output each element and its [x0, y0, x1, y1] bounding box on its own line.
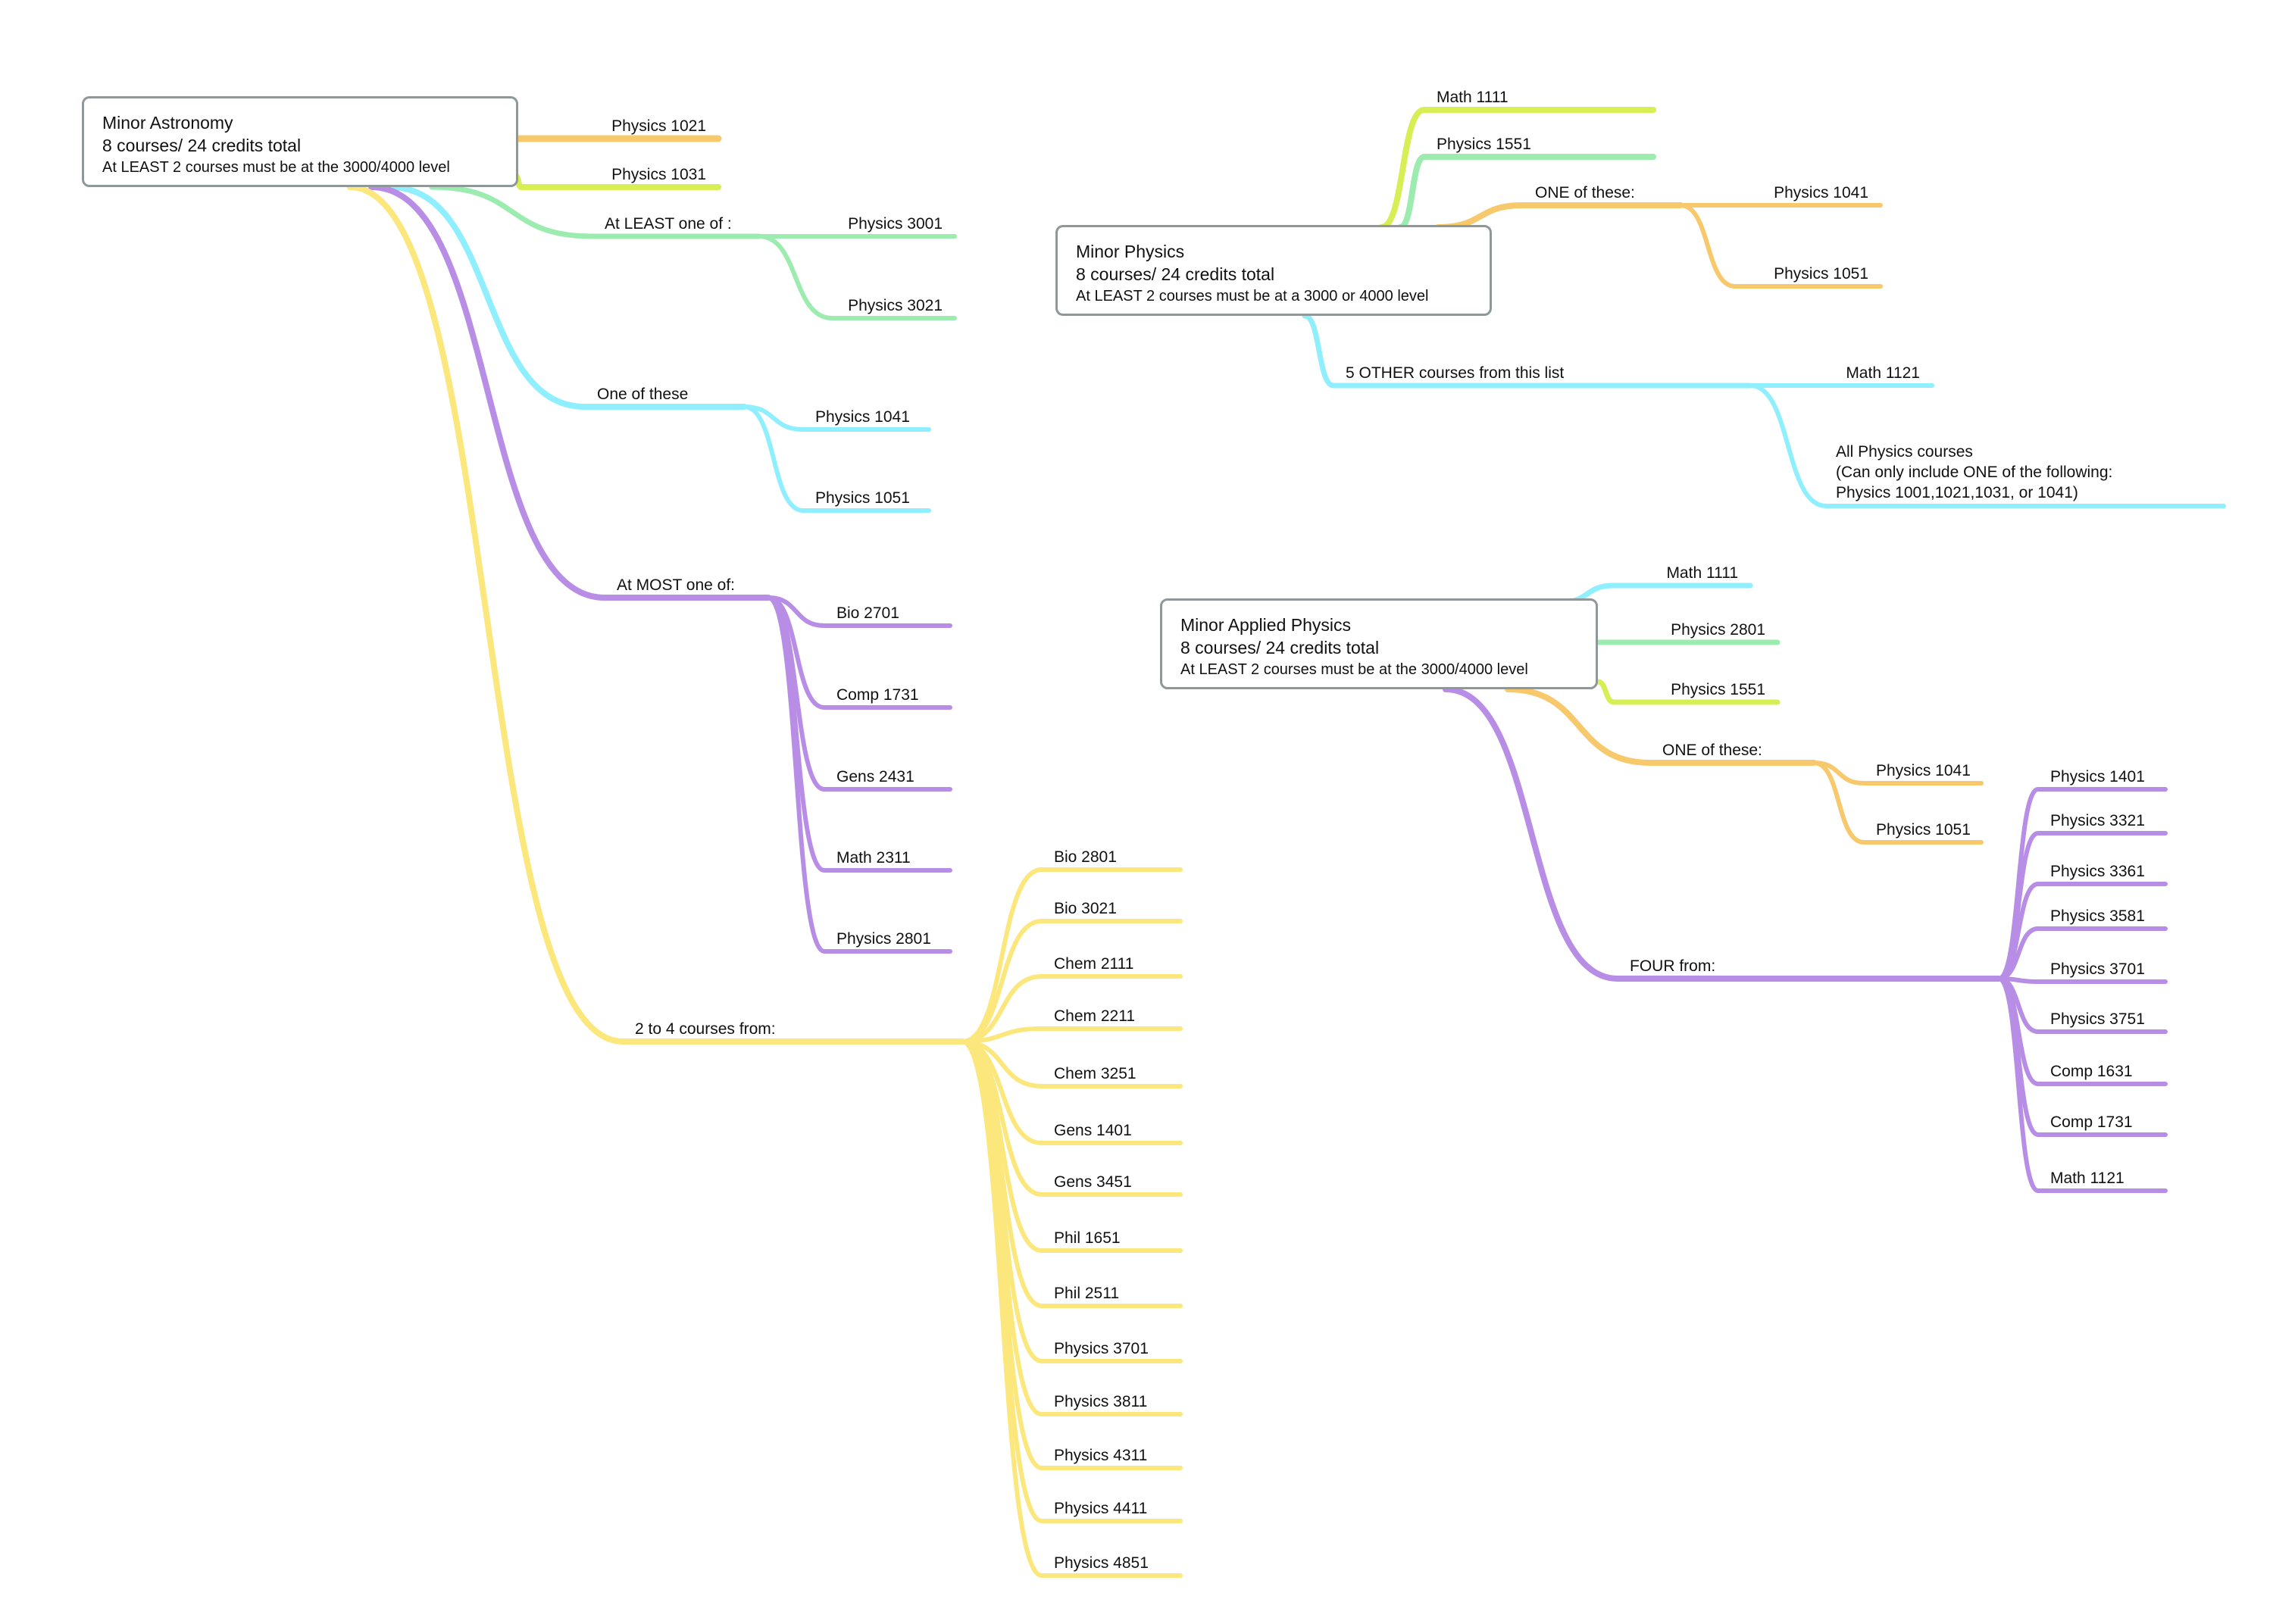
- astro-course-6[interactable]: Gens 3451: [1054, 1173, 1132, 1191]
- astro-one-of-group[interactable]: One of these: [597, 386, 688, 403]
- physics-title: Minor Physics: [1076, 242, 1185, 261]
- app-four-item-0[interactable]: Physics 1401: [2050, 768, 2145, 785]
- physics-credits: 8 courses/ 24 credits total: [1076, 264, 1275, 284]
- astro-course-4[interactable]: Chem 3251: [1054, 1065, 1136, 1082]
- astro-least-one-group[interactable]: At LEAST one of :: [605, 215, 732, 233]
- phys-one-physics-1051-connector: [1678, 203, 1737, 289]
- phys-all-physics-connector: [1748, 383, 1828, 508]
- app-physics-1551-connector: [1595, 679, 1617, 705]
- phys-physics-1551[interactable]: Physics 1551: [1437, 136, 1531, 153]
- astro-physics-1021[interactable]: Physics 1021: [611, 117, 706, 135]
- astro-most-one-group[interactable]: At MOST one of:: [617, 576, 735, 594]
- applied-root-box[interactable]: Minor Applied Physics 8 courses/ 24 cred…: [1160, 598, 1598, 689]
- app-one-physics-1051-connector: [1812, 760, 1866, 845]
- astronomy-title: Minor Astronomy: [102, 113, 233, 133]
- phys-math-1111-connector: [1378, 107, 1427, 230]
- app-math-1111[interactable]: Math 1111: [1666, 564, 1738, 582]
- phys-all-physics-line1[interactable]: All Physics courses: [1836, 443, 1973, 461]
- astro-course-13[interactable]: Physics 4851: [1054, 1554, 1149, 1572]
- app-one-physics-1051[interactable]: Physics 1051: [1876, 821, 1971, 839]
- physics-root-box[interactable]: Minor Physics 8 courses/ 24 credits tota…: [1055, 225, 1492, 316]
- astro-physics-1031[interactable]: Physics 1031: [611, 166, 706, 183]
- app-physics-1551[interactable]: Physics 1551: [1671, 681, 1765, 698]
- app-four-item-6[interactable]: Comp 1631: [2050, 1063, 2133, 1080]
- phys-all-physics-line2[interactable]: (Can only include ONE of the following:: [1836, 464, 2112, 481]
- app-four-item-5[interactable]: Physics 3751: [2050, 1010, 2145, 1028]
- astro-course-13-connector: [960, 1039, 1044, 1578]
- app-four-group-connector: [1443, 686, 1621, 982]
- astro-course-3[interactable]: Chem 2211: [1054, 1007, 1135, 1025]
- astro-course-10[interactable]: Physics 3811: [1054, 1393, 1147, 1410]
- astro-most-item-4[interactable]: Physics 2801: [836, 930, 931, 948]
- astro-course-11[interactable]: Physics 4311: [1054, 1447, 1147, 1464]
- astro-most-item-1[interactable]: Comp 1731: [836, 686, 919, 704]
- app-physics-2801[interactable]: Physics 2801: [1671, 621, 1765, 639]
- astro-least-physics-3001[interactable]: Physics 3001: [848, 215, 943, 233]
- mind-map-branches: [347, 107, 2226, 1578]
- phys-other-group-connector: [1302, 313, 1337, 389]
- physics-rule: At LEAST 2 courses must be at a 3000 or …: [1076, 287, 1429, 304]
- astro-least-physics-3021[interactable]: Physics 3021: [848, 297, 943, 314]
- astro-course-0-connector: [960, 867, 1044, 1044]
- astro-course-2[interactable]: Chem 2111: [1054, 955, 1133, 973]
- astronomy-rule: At LEAST 2 courses must be at the 3000/4…: [102, 158, 450, 176]
- phys-one-group-connector: [1435, 202, 1526, 230]
- app-four-group[interactable]: FOUR from:: [1630, 957, 1715, 975]
- applied-credits: 8 courses/ 24 credits total: [1180, 637, 1380, 657]
- app-four-item-1[interactable]: Physics 3321: [2050, 812, 2145, 829]
- astro-most-item-4-connector: [766, 595, 827, 954]
- app-one-group-connector: [1505, 686, 1653, 766]
- astro-most-item-3-connector: [766, 595, 827, 873]
- applied-title: Minor Applied Physics: [1180, 615, 1351, 635]
- astro-one-physics-1051[interactable]: Physics 1051: [815, 489, 910, 507]
- astro-course-7[interactable]: Phil 1651: [1054, 1229, 1121, 1247]
- astro-course-1[interactable]: Bio 3021: [1054, 900, 1117, 917]
- astronomy-credits: 8 courses/ 24 credits total: [102, 135, 302, 155]
- astro-one-of-group-connector: [387, 184, 588, 410]
- phys-other-group[interactable]: 5 OTHER courses from this list: [1346, 364, 1564, 382]
- astro-course-1-connector: [960, 919, 1044, 1044]
- astro-course-0[interactable]: Bio 2801: [1054, 848, 1117, 866]
- app-four-item-2[interactable]: Physics 3361: [2050, 863, 2145, 880]
- app-one-physics-1041[interactable]: Physics 1041: [1876, 762, 1971, 779]
- astronomy-root-box[interactable]: Minor Astronomy 8 courses/ 24 credits to…: [82, 96, 518, 187]
- app-four-item-8[interactable]: Math 1121: [2050, 1170, 2124, 1187]
- app-four-item-8-connector: [1996, 976, 2040, 1193]
- astro-course-9[interactable]: Physics 3701: [1054, 1340, 1149, 1357]
- phys-one-physics-1041[interactable]: Physics 1041: [1774, 184, 1868, 201]
- astro-one-physics-1041[interactable]: Physics 1041: [815, 408, 910, 426]
- astro-most-item-3[interactable]: Math 2311: [836, 849, 911, 867]
- astro-course-5[interactable]: Gens 1401: [1054, 1122, 1132, 1139]
- app-four-item-3[interactable]: Physics 3581: [2050, 907, 2145, 925]
- astro-most-item-0[interactable]: Bio 2701: [836, 604, 899, 622]
- phys-other-math-1121[interactable]: Math 1121: [1846, 364, 1920, 382]
- astro-most-item-2[interactable]: Gens 2431: [836, 768, 915, 785]
- astro-courses-group[interactable]: 2 to 4 courses from:: [635, 1020, 776, 1038]
- phys-math-1111[interactable]: Math 1111: [1437, 89, 1509, 106]
- astro-course-12[interactable]: Physics 4411: [1054, 1500, 1147, 1517]
- phys-physics-1551-connector: [1397, 154, 1427, 230]
- app-four-item-7[interactable]: Comp 1731: [2050, 1113, 2133, 1131]
- astro-most-one-group-connector: [368, 184, 608, 601]
- astro-courses-group-connector: [347, 184, 626, 1045]
- applied-rule: At LEAST 2 courses must be at the 3000/4…: [1180, 661, 1528, 678]
- app-four-item-4[interactable]: Physics 3701: [2050, 960, 2145, 978]
- phys-one-group[interactable]: ONE of these:: [1535, 184, 1635, 201]
- astro-least-physics-3021-connector: [757, 234, 834, 320]
- astro-course-8[interactable]: Phil 2511: [1054, 1285, 1119, 1302]
- astro-one-physics-1051-connector: [742, 404, 805, 513]
- app-one-group[interactable]: ONE of these:: [1662, 742, 1762, 759]
- astro-least-one-group-connector: [429, 184, 596, 239]
- phys-all-physics-line3[interactable]: Physics 1001,1021,1031, or 1041): [1836, 484, 2078, 501]
- phys-one-physics-1051[interactable]: Physics 1051: [1774, 265, 1868, 283]
